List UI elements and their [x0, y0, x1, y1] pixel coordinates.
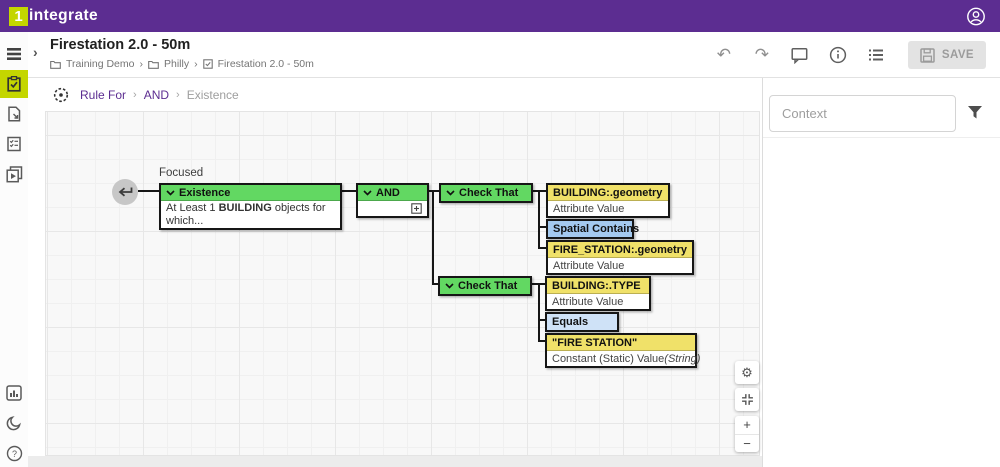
filter-funnel-icon: [968, 105, 982, 118]
comment-icon[interactable]: [790, 45, 810, 65]
bar-chart-icon: [6, 385, 22, 401]
checklist-doc-icon: [7, 136, 21, 152]
node-and[interactable]: AND: [356, 183, 429, 218]
clipboard-check-icon: [7, 76, 21, 92]
app-logo: 1 integrate: [9, 6, 99, 26]
rule-path-current: Existence: [186, 87, 239, 102]
zoom-out-button[interactable]: −: [743, 435, 751, 451]
canvas-bottom-gutter: [28, 456, 762, 467]
expand-plus-icon[interactable]: [411, 203, 422, 214]
gear-icon: ⚙: [741, 364, 753, 380]
help-icon[interactable]: ?: [0, 439, 28, 467]
left-sidebar: ?: [0, 32, 28, 467]
sidebar-item-checklist[interactable]: [0, 130, 28, 158]
node-check-that-2[interactable]: Check That: [438, 276, 532, 296]
rule-path-and[interactable]: AND: [143, 87, 170, 102]
expand-tree-chevron-icon[interactable]: ›: [33, 44, 38, 60]
document-arrow-icon: [8, 106, 21, 122]
node-subtitle: Constant (Static) Value (String): [547, 351, 700, 366]
focused-label: Focused: [159, 167, 204, 179]
node-check-that-1[interactable]: Check That: [439, 183, 533, 203]
context-panel-header: [763, 78, 1000, 138]
zoom-in-button[interactable]: +: [735, 416, 759, 435]
node-building-geometry[interactable]: BUILDING:.geometry Attribute Value: [546, 183, 670, 218]
node-fire-station-constant[interactable]: "FIRE STATION" Constant (Static) Value (…: [545, 333, 700, 368]
node-subtitle: Attribute Value: [547, 294, 649, 309]
chevron-down-icon[interactable]: [446, 190, 455, 196]
sidebar-item-rule-doc[interactable]: [0, 100, 28, 128]
rule-editor-section: Rule For › AND › Existence Focused: [28, 78, 762, 467]
undo-icon[interactable]: ↶: [716, 45, 732, 64]
info-icon[interactable]: [828, 45, 848, 65]
node-existence-description: At Least 1 BUILDING objects for which...: [161, 201, 340, 228]
node-existence[interactable]: Existence At Least 1 BUILDING objects fo…: [159, 183, 342, 230]
account-icon[interactable]: [966, 6, 986, 26]
node-subtitle: Attribute Value: [548, 201, 668, 216]
fit-screen-icon: [741, 394, 753, 405]
rule-canvas[interactable]: Focused Existence At Least 1 BUILDING ob…: [45, 111, 760, 456]
save-button[interactable]: SAVE: [907, 41, 986, 69]
list-icon[interactable]: [866, 45, 886, 65]
title-bar: › Firestation 2.0 - 50m Training Demo › …: [28, 32, 1000, 78]
logo-mark-icon: 1: [9, 6, 28, 26]
folder-icon: [50, 60, 61, 69]
svg-text:?: ?: [11, 449, 16, 459]
breadcrumb: Training Demo › Philly › Firestation 2.0…: [50, 58, 314, 70]
canvas-settings-button[interactable]: ⚙: [735, 361, 759, 384]
node-building-type[interactable]: BUILDING:.TYPE Attribute Value: [545, 276, 651, 311]
rule-path-root[interactable]: Rule For: [80, 87, 127, 102]
top-app-bar: 1 integrate: [0, 0, 1000, 32]
filter-button[interactable]: [962, 99, 988, 125]
node-subtitle: Attribute Value: [548, 258, 692, 273]
sidebar-item-dashboard[interactable]: [0, 379, 28, 407]
stacked-play-icon: [5, 165, 22, 182]
chevron-down-icon[interactable]: [363, 189, 372, 196]
focus-target-icon[interactable]: [53, 87, 69, 103]
chevron-down-icon[interactable]: [166, 189, 175, 196]
page-title: Firestation 2.0 - 50m: [50, 37, 191, 53]
dark-mode-icon[interactable]: [0, 409, 28, 437]
folder-icon: [148, 60, 159, 69]
redo-icon[interactable]: ↷: [754, 45, 770, 64]
floppy-icon: [920, 47, 935, 63]
context-search-input[interactable]: [769, 95, 956, 132]
breadcrumb-item[interactable]: Philly: [163, 58, 190, 70]
sidebar-item-rules[interactable]: [0, 70, 28, 98]
breadcrumb-item-current: Firestation 2.0 - 50m: [217, 58, 314, 70]
return-arrow-icon: [118, 187, 133, 196]
fit-to-screen-button[interactable]: [735, 388, 759, 411]
back-navigation-node[interactable]: [112, 179, 138, 205]
moon-icon: [6, 416, 21, 431]
node-equals[interactable]: Equals: [545, 312, 619, 332]
rule-check-icon: [202, 59, 213, 69]
node-fire-station-geometry[interactable]: FIRE_STATION:.geometry Attribute Value: [546, 240, 694, 275]
zoom-control: + −: [735, 416, 759, 452]
sidebar-item-sessions[interactable]: [0, 160, 28, 188]
node-spatial-contains[interactable]: Spatial Contains: [546, 219, 639, 239]
question-icon: ?: [6, 445, 22, 461]
logo-text: integrate: [29, 7, 99, 24]
chevron-down-icon[interactable]: [445, 283, 454, 289]
rule-path-bar: Rule For › AND › Existence: [28, 78, 762, 111]
breadcrumb-item[interactable]: Training Demo: [66, 58, 135, 70]
menu-icon[interactable]: [0, 40, 28, 68]
context-panel: [762, 78, 1000, 467]
